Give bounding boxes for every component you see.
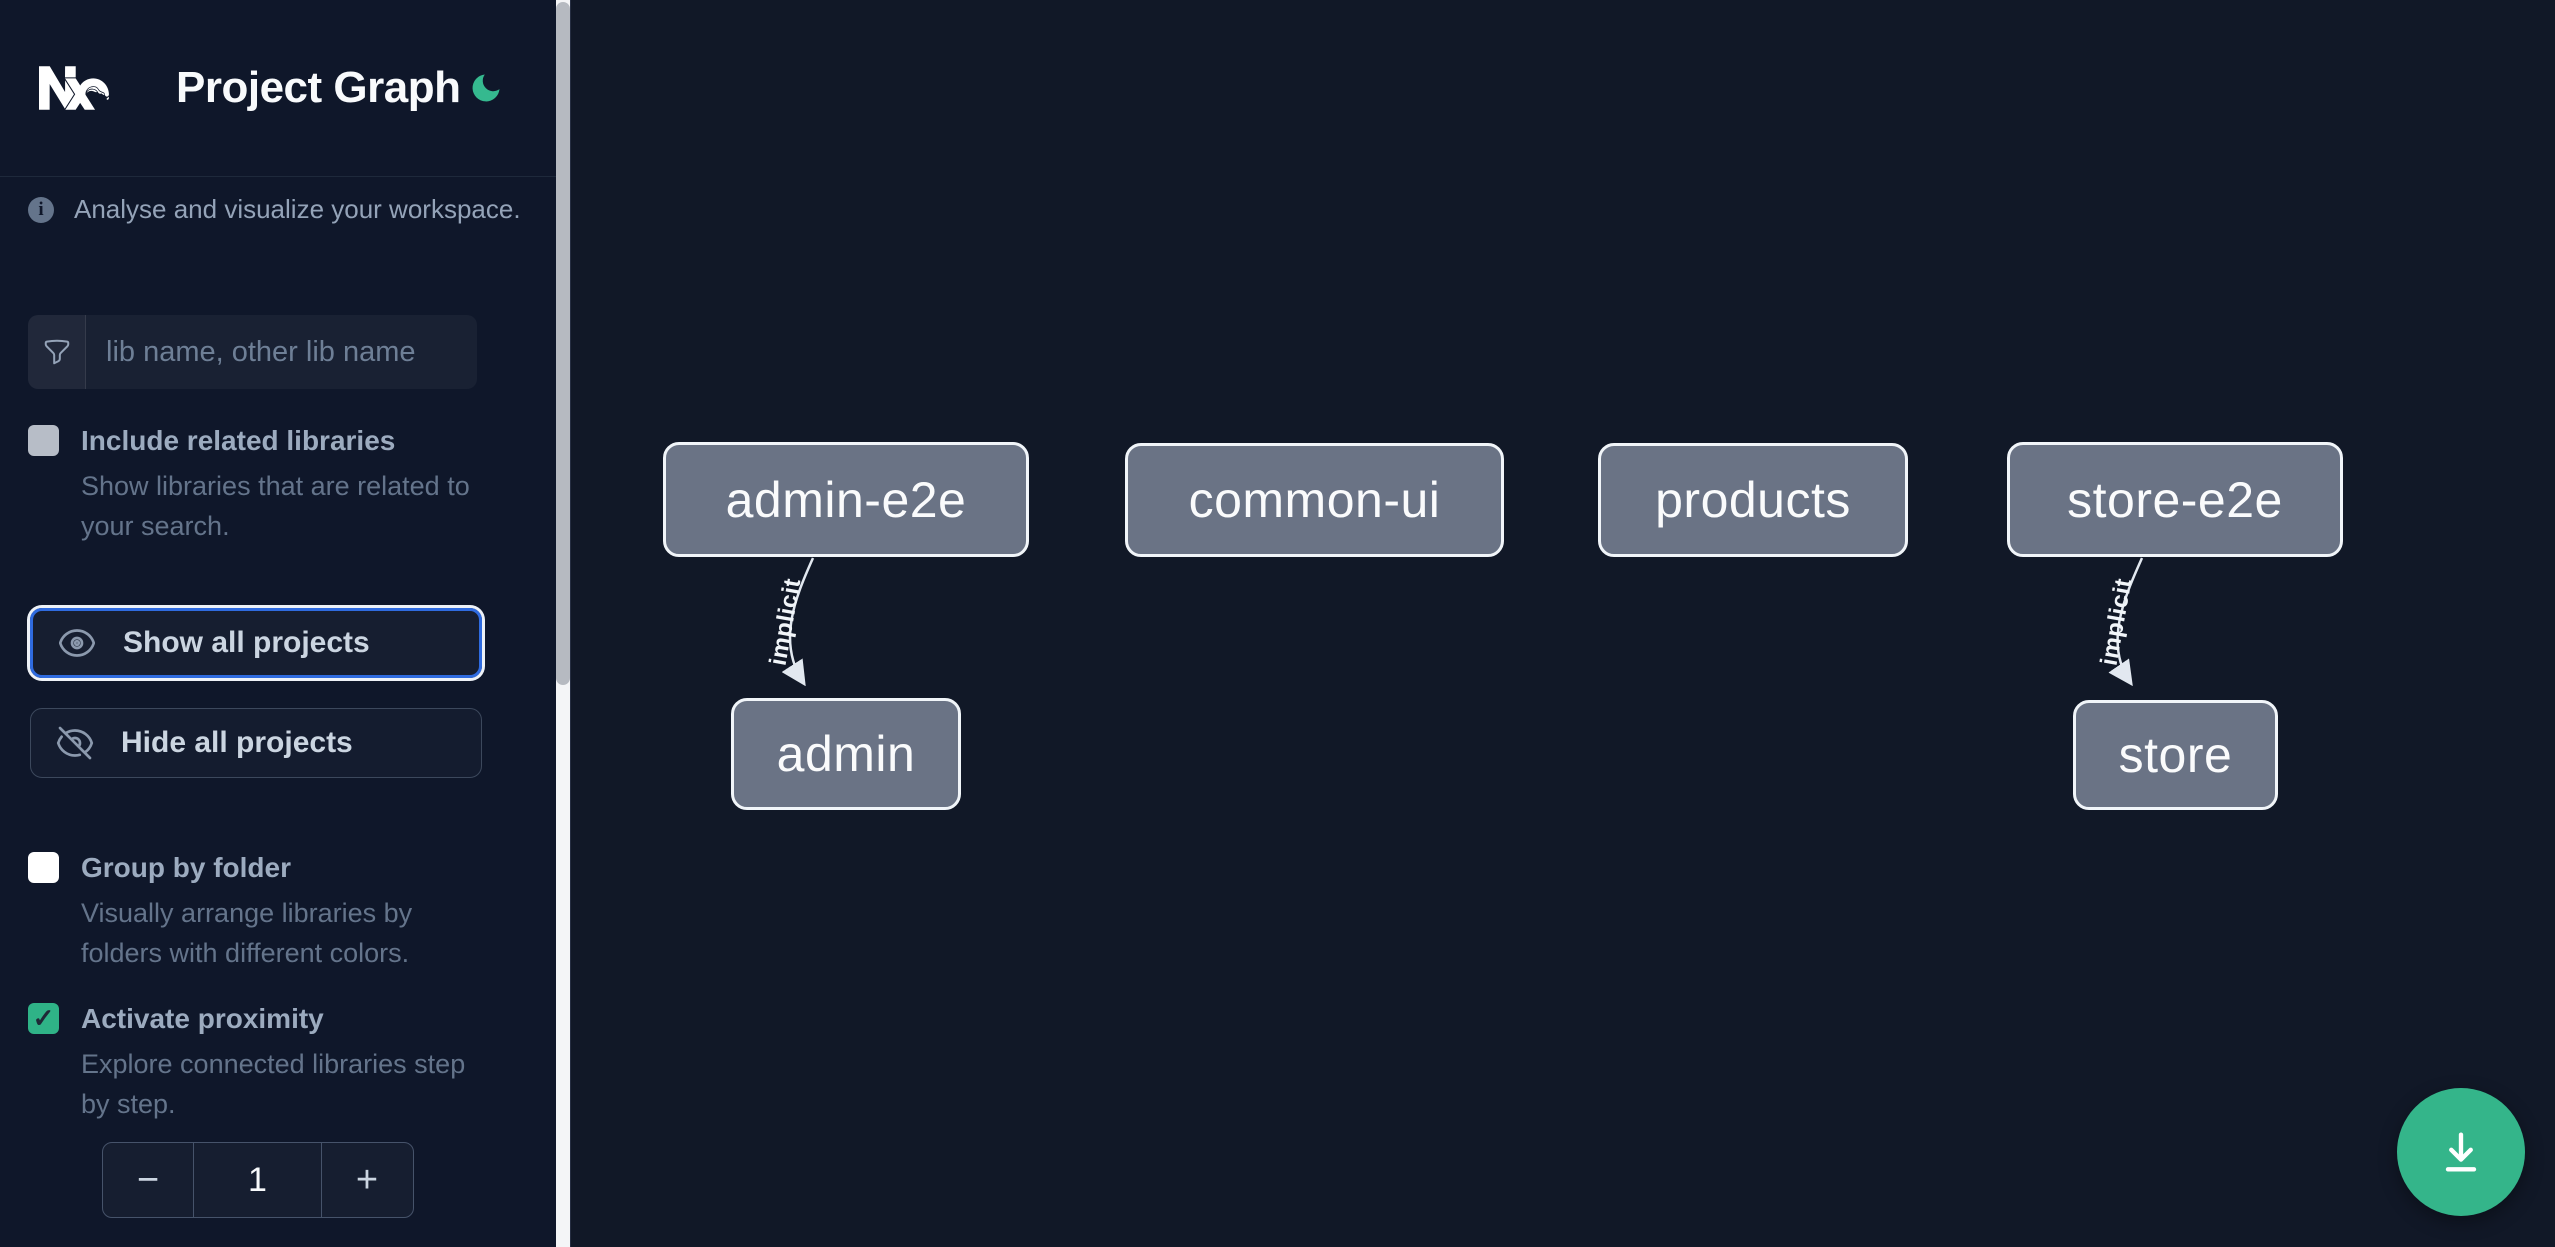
graph-edges [781,557,2144,687]
download-icon [2445,1132,2477,1172]
project-node-admin-e2e[interactable]: admin-e2e [663,442,1029,557]
group-by-folder-label: Group by folder [81,852,291,883]
library-filter-box [28,315,477,389]
info-icon: i [28,196,54,223]
proximity-value: 1 [193,1143,321,1217]
project-node-admin[interactable]: admin [731,698,961,810]
sidebar-header: Project Graph [0,0,556,177]
hide-all-projects-button[interactable]: Hide all projects [30,708,482,778]
download-graph-button[interactable] [2397,1088,2525,1216]
activate-proximity-row: Activate proximity Explore connected lib… [28,1002,498,1124]
include-related-checkbox[interactable] [28,425,59,456]
group-by-folder-checkbox[interactable] [28,852,59,883]
activate-proximity-label: Activate proximity [81,1003,324,1034]
page-title: Project Graph [176,63,461,112]
project-node-store-e2e[interactable]: store-e2e [2007,442,2343,557]
project-node-store[interactable]: store [2073,700,2278,810]
funnel-icon [44,339,69,365]
activate-proximity-checkbox[interactable] [28,1003,59,1034]
hide-all-projects-label: Hide all projects [121,726,353,759]
workspace-tagline: Analyse and visualize your workspace. [74,194,521,224]
project-node-products[interactable]: products [1598,443,1908,557]
workspace-tagline-row: i Analyse and visualize your workspace. [28,194,528,225]
include-related-label: Include related libraries [81,425,396,456]
sidebar: Project Graph i Analyse and visualize yo… [0,0,556,1247]
include-related-row: Include related libraries Show libraries… [28,424,498,546]
dark-mode-moon-icon[interactable] [468,70,504,106]
group-by-folder-description: Visually arrange libraries by folders wi… [81,898,413,968]
group-by-folder-row: Group by folder Visually arrange librari… [28,851,498,973]
proximity-increment-button[interactable]: + [321,1143,412,1217]
include-related-description: Show libraries that are related to your … [81,471,470,541]
eye-icon [58,629,96,657]
proximity-decrement-button[interactable]: − [136,1158,160,1201]
sidebar-scrollbar-track[interactable] [556,0,570,1247]
nx-logo-icon [39,66,110,110]
filter-icon-cell [28,315,86,389]
show-all-projects-label: Show all projects [123,626,370,659]
show-all-projects-button[interactable]: Show all projects [30,608,482,678]
proximity-stepper: − 1 + [102,1142,414,1218]
graph-canvas[interactable]: implicit implicit admin-e2e common-ui pr… [570,0,2555,1247]
project-node-common-ui[interactable]: common-ui [1125,443,1504,557]
activate-proximity-description: Explore connected libraries step by step… [81,1049,466,1119]
edge-store-e2e-store [2108,557,2144,687]
eye-slash-icon [56,726,94,760]
search-input[interactable] [86,315,477,389]
sidebar-scrollbar-thumb[interactable] [556,2,570,685]
edge-admin-e2e-admin [781,557,815,687]
